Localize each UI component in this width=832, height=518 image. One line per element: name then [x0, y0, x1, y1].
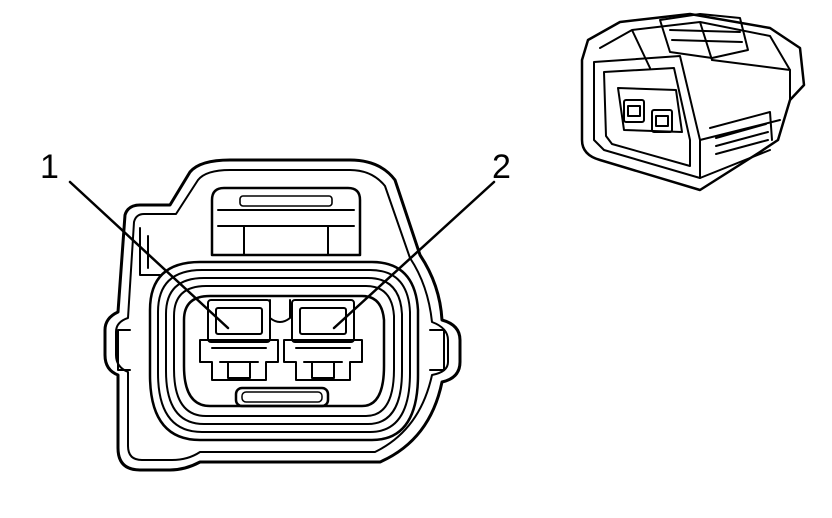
iso-side-rails — [716, 124, 768, 154]
iso-terminal-2 — [652, 110, 672, 132]
iso-body-outline — [582, 14, 804, 190]
seal-ring-3 — [166, 278, 402, 424]
iso-latch — [660, 14, 748, 58]
terminal-divider — [270, 300, 290, 322]
callout-label-1: 1 — [40, 148, 59, 186]
iso-front-inner — [604, 68, 690, 166]
callout-label-2: 2 — [492, 148, 511, 186]
locking-latch — [212, 188, 360, 255]
housing-outer-outline — [105, 160, 460, 470]
connector-face-view — [105, 160, 460, 470]
keying-slot-inner — [242, 392, 322, 402]
callout-leader-1 — [70, 182, 228, 328]
latch-inner — [218, 210, 354, 255]
iso-terminal-1 — [624, 100, 644, 122]
left-side-notch — [118, 330, 130, 370]
iso-top-ridge — [600, 22, 790, 70]
iso-cavity — [618, 88, 682, 132]
iso-side-face — [700, 60, 790, 178]
seal-ring-4 — [174, 286, 394, 416]
seal-ring-outer — [150, 262, 418, 440]
housing-inner-outline — [116, 170, 448, 460]
left-mounting-tab — [140, 228, 160, 275]
latch-slot — [240, 196, 332, 206]
seal-ring-2 — [158, 270, 410, 432]
connector-isometric-view — [582, 14, 804, 190]
keying-slot — [236, 388, 328, 406]
terminal-cavity-1 — [200, 300, 278, 380]
right-side-notch — [430, 330, 444, 370]
terminal-cavity-2 — [284, 300, 362, 380]
cavity-face — [184, 296, 384, 406]
callout-leader-2 — [334, 182, 494, 328]
